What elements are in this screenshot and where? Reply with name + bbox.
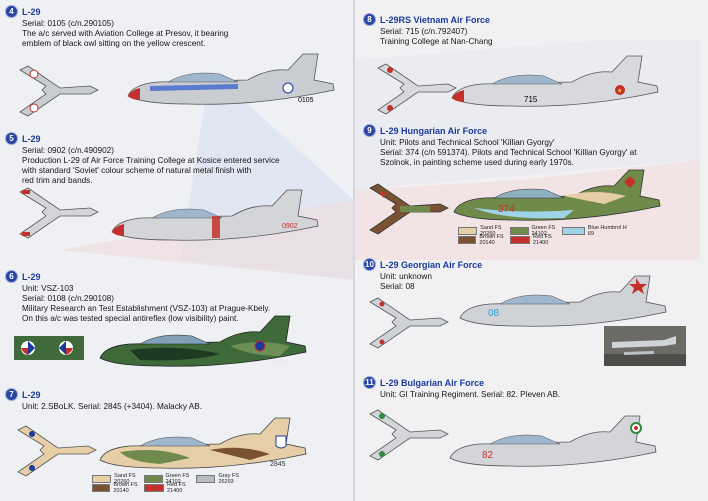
- aircraft-top-view: [369, 409, 449, 461]
- color-swatch: [510, 235, 530, 244]
- entry-5: 5 L-29 Serial: 0902 (c/n.490902) Producti…: [5, 132, 345, 186]
- entry-title: L-29: [22, 271, 41, 282]
- entry-description: Unit: unknown Serial: 08: [380, 272, 432, 291]
- legend-label: Brown FS 20140: [479, 233, 504, 246]
- entry-description: Unit: Pilots and Technical School 'Killi…: [380, 138, 637, 167]
- serial-marking: 0108: [270, 359, 286, 366]
- aircraft-top-view: [19, 65, 99, 117]
- entry-title: L-29 Hungarian Air Force: [380, 125, 488, 136]
- serial-marking: 374: [498, 204, 515, 215]
- entry-description: Unit: GI Training Regiment. Serial: 82. …: [380, 390, 561, 399]
- aircraft-top-view: [17, 425, 97, 477]
- entry-number-badge: 6: [5, 270, 18, 283]
- aircraft-side-view: 0108: [99, 315, 307, 367]
- entry-description: Unit: 2.SBoLK. Serial: 2845 (+3404). Mal…: [22, 402, 202, 411]
- entry-4: 4 L-29 Serial: 0105 (c/n.290105) The a/c …: [5, 5, 335, 49]
- entry-11: 11 L-29 Bulgarian Air Force Unit: GI Trai…: [363, 376, 693, 400]
- serial-marking: 0105: [298, 97, 314, 104]
- entry-number-badge: 9: [363, 124, 376, 137]
- color-swatch: [144, 483, 164, 492]
- color-swatch: [144, 474, 163, 483]
- entry-title: L-29RS Vietnam Air Force: [380, 14, 491, 25]
- legend-label: Gray FS 26293: [218, 472, 239, 485]
- aircraft-top-view: [369, 183, 449, 235]
- aircraft-top-view: [377, 63, 457, 115]
- color-legend-hungarian: Sand FS 20260 Green FS 24102 Blue Humbro…: [458, 224, 632, 246]
- entry-title: L-29 Georgian Air Force: [380, 259, 483, 270]
- legend-label: Sand FS 20260: [480, 224, 502, 237]
- entry-title: L-29: [22, 133, 41, 144]
- entry-8: 8 L-29RS Vietnam Air Force Serial: 715 (c…: [363, 13, 693, 47]
- entry-description: Serial: 715 (c/n.792407) Training Colleg…: [380, 27, 493, 46]
- entry-description: Serial: 0105 (c/n.290105) The a/c served…: [22, 19, 229, 48]
- legend-label: Sand FS 20260: [114, 472, 136, 485]
- color-swatch: [562, 226, 585, 235]
- color-legend-slovak: Sand FS 20260 Green FS 24102 Gray FS 262…: [92, 472, 248, 494]
- entry-6: 6 L-29 Unit: VSZ-103 Serial: 0108 (c/n.29…: [5, 270, 345, 324]
- color-swatch: [458, 226, 478, 235]
- aircraft-side-view: 0902: [111, 189, 319, 241]
- serial-marking: 08: [488, 308, 500, 319]
- reference-photo: [604, 326, 686, 366]
- aircraft-side-view: 08: [459, 275, 667, 327]
- color-swatch: [196, 474, 216, 483]
- entry-number-badge: 4: [5, 5, 18, 18]
- serial-marking: 0902: [282, 223, 298, 230]
- roundel-decals: [14, 336, 84, 360]
- legend-label: Blue Humbrol H 69: [587, 224, 627, 237]
- entry-number-badge: 8: [363, 13, 376, 26]
- legend-label: Green FS 24102: [165, 472, 190, 485]
- entry-description: Serial: 0902 (c/n.490902) Production L-2…: [22, 146, 280, 185]
- legend-label: Brown FS 20140: [113, 481, 138, 494]
- aircraft-top-view: [369, 297, 449, 349]
- serial-marking: 715: [524, 95, 538, 104]
- legend-label: Green FS 24102: [531, 224, 556, 237]
- entry-title: L-29 Bulgarian Air Force: [380, 377, 485, 388]
- entry-number-badge: 5: [5, 132, 18, 145]
- serial-marking: 2845: [270, 461, 286, 468]
- aircraft-side-view: ★ 715: [451, 55, 659, 107]
- color-swatch: [92, 483, 111, 492]
- serial-marking: 82: [482, 450, 494, 461]
- color-swatch: [510, 226, 529, 235]
- entry-number-badge: 10: [363, 258, 376, 271]
- aircraft-side-view: 0105: [127, 53, 335, 105]
- legend-label: Red FS 21400: [533, 233, 552, 246]
- entry-title: L-29: [22, 6, 41, 17]
- entry-10: 10 L-29 Georgian Air Force Unit: unknown …: [363, 258, 693, 292]
- entry-number-badge: 7: [5, 388, 18, 401]
- aircraft-top-view: [19, 187, 99, 239]
- aircraft-side-view: 82: [449, 415, 657, 467]
- entry-7: 7 L-29 Unit: 2.SBoLK. Serial: 2845 (+3404…: [5, 388, 345, 412]
- color-swatch: [458, 235, 477, 244]
- page-divider: [353, 0, 355, 501]
- legend-label: Red FS 21400: [167, 481, 186, 494]
- entry-9: 9 L-29 Hungarian Air Force Unit: Pilots a…: [363, 124, 703, 168]
- entry-number-badge: 11: [363, 376, 376, 389]
- aircraft-side-view: 2845: [99, 417, 307, 469]
- entry-description: Unit: VSZ-103 Serial: 0108 (c/n.290108) …: [22, 284, 271, 323]
- svg-text:★: ★: [617, 88, 622, 95]
- entry-title: L-29: [22, 389, 41, 400]
- color-swatch: [92, 474, 112, 483]
- aircraft-side-view: 374: [453, 169, 661, 221]
